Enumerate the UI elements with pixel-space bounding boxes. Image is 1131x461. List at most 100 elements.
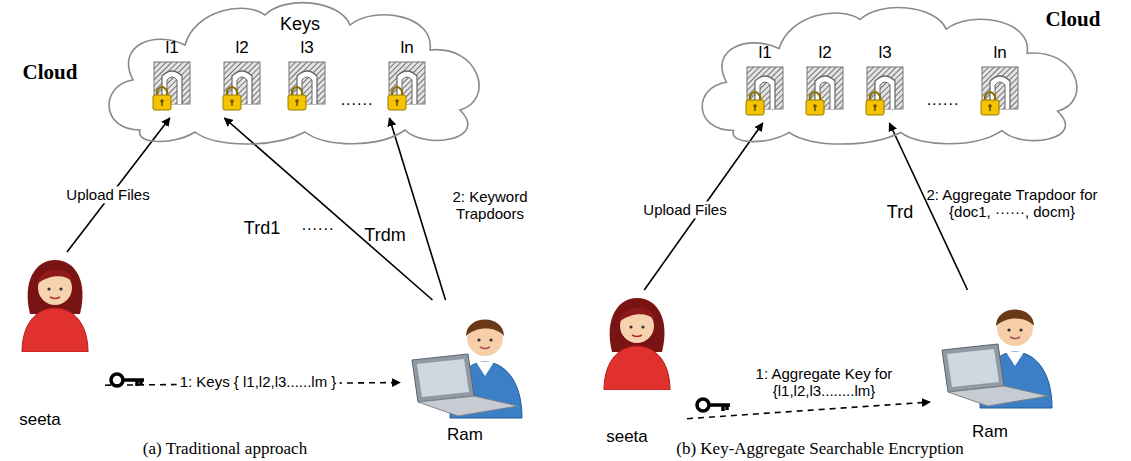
edge-label: Trd bbox=[884, 202, 916, 223]
edge-label: Trdm bbox=[361, 225, 408, 246]
request-arrow bbox=[389, 118, 445, 300]
shape-part bbox=[153, 95, 171, 110]
shape-part bbox=[1007, 328, 1010, 331]
node-label: Keys bbox=[280, 14, 320, 35]
edge-label: Trd1 bbox=[241, 218, 283, 239]
encrypted-file-icon: l3 bbox=[285, 38, 329, 118]
ellipsis-label: ...... bbox=[341, 91, 374, 109]
shape-part bbox=[947, 349, 999, 387]
shape-part bbox=[948, 386, 1048, 406]
node-label: l2 bbox=[818, 43, 831, 63]
request-arrow bbox=[67, 118, 170, 252]
node-label: l2 bbox=[235, 38, 248, 58]
shape-part bbox=[476, 362, 494, 376]
shape-part bbox=[480, 347, 490, 349]
shape-part bbox=[296, 101, 298, 106]
cloud-outline bbox=[702, 8, 1077, 144]
shape-part bbox=[417, 359, 469, 397]
node-label: Cloud bbox=[1046, 7, 1101, 31]
shape-part bbox=[50, 297, 60, 299]
node-label: l3 bbox=[878, 43, 891, 63]
shape-part bbox=[996, 310, 1034, 327]
shape-part bbox=[59, 287, 62, 290]
shape-part bbox=[874, 106, 876, 111]
shape-part bbox=[288, 95, 306, 110]
cloud-shape: Cloudl1l2l3ln bbox=[688, 5, 1093, 145]
shape-part bbox=[610, 298, 665, 352]
shape-part bbox=[396, 101, 398, 106]
shape-part bbox=[477, 338, 480, 341]
shape-part bbox=[632, 335, 642, 337]
shape-part bbox=[604, 346, 670, 390]
request-arrow bbox=[224, 118, 432, 300]
node-label: Ram bbox=[972, 422, 1008, 442]
node-label: Ram bbox=[447, 425, 483, 445]
encrypted-file-icon: ln bbox=[385, 38, 429, 118]
shape-part bbox=[467, 320, 503, 356]
edge-label: 1: Aggregate Key for {l1,l2,l3........lm… bbox=[731, 365, 917, 400]
step-note: 2: Aggregate Trapdoor for {doc1, ······,… bbox=[926, 186, 1098, 221]
cloud-shape: CloudKeysl1l2l3ln bbox=[95, 0, 495, 145]
person-ram bbox=[400, 300, 530, 420]
encrypted-file-icon: l2 bbox=[803, 43, 847, 123]
shape-part bbox=[989, 106, 991, 111]
shape-part bbox=[754, 106, 756, 111]
person-ram: Ram bbox=[400, 300, 530, 450]
shape-part bbox=[814, 106, 816, 111]
node-label: Cloud bbox=[23, 60, 78, 84]
shape-part bbox=[231, 101, 233, 106]
shape-part bbox=[604, 298, 670, 390]
shape-part bbox=[746, 100, 764, 115]
person-seeta: seeta bbox=[10, 252, 105, 437]
shape-part bbox=[1006, 352, 1024, 366]
shape-part bbox=[161, 101, 163, 106]
shape-part bbox=[418, 396, 518, 416]
shape-part bbox=[981, 100, 999, 115]
node-label: ln bbox=[993, 43, 1006, 63]
node-label: ln bbox=[400, 38, 413, 58]
shape-part bbox=[47, 287, 50, 290]
person-seeta bbox=[592, 290, 682, 390]
shape-part bbox=[466, 320, 504, 337]
figure-caption: (b) Key-Aggregate Searchable Encryption bbox=[676, 439, 963, 459]
shape-part bbox=[489, 338, 492, 341]
shape-part bbox=[619, 307, 655, 322]
node-label: l3 bbox=[300, 38, 313, 58]
edge-label: 1: Keys { l1,l2,l3......lm } bbox=[177, 373, 340, 390]
encrypted-file-icon: l1 bbox=[743, 43, 787, 123]
shape-part bbox=[697, 399, 709, 411]
shape-part bbox=[111, 374, 123, 386]
shape-part bbox=[629, 325, 632, 328]
shape-part bbox=[1019, 328, 1022, 331]
shape-part bbox=[641, 325, 644, 328]
shape-part bbox=[223, 95, 241, 110]
ellipsis-label: ...... bbox=[302, 216, 335, 234]
shape-part bbox=[412, 354, 474, 402]
figure-caption: (a) Traditional approach bbox=[143, 439, 307, 459]
shape-part bbox=[28, 260, 83, 314]
edge-label: Upload Files bbox=[640, 201, 729, 218]
step-note: 2: Keyword Trapdoors bbox=[438, 188, 543, 223]
edge-label: Upload Files bbox=[63, 186, 152, 203]
node-label: seeta bbox=[606, 427, 648, 447]
shape-part bbox=[22, 260, 88, 352]
shape-part bbox=[942, 344, 1004, 392]
encrypted-file-icon: l2 bbox=[220, 38, 264, 118]
key-transfer-arrow bbox=[687, 402, 930, 419]
node-label: l1 bbox=[165, 38, 178, 58]
encrypted-file-icon: ln bbox=[978, 43, 1022, 123]
shape-part bbox=[1010, 337, 1020, 339]
shape-part bbox=[997, 310, 1033, 346]
encrypted-file-icon: l3 bbox=[863, 43, 907, 123]
encrypted-file-icon: l1 bbox=[150, 38, 194, 118]
shape-part bbox=[388, 95, 406, 110]
shape-part bbox=[37, 269, 73, 284]
shape-part bbox=[866, 100, 884, 115]
shape-part bbox=[708, 405, 730, 411]
shape-part bbox=[806, 100, 824, 115]
cloud-outline bbox=[109, 3, 479, 144]
key-icon bbox=[697, 399, 730, 411]
person-ram: Ram bbox=[930, 290, 1080, 450]
shape-part bbox=[22, 308, 88, 352]
